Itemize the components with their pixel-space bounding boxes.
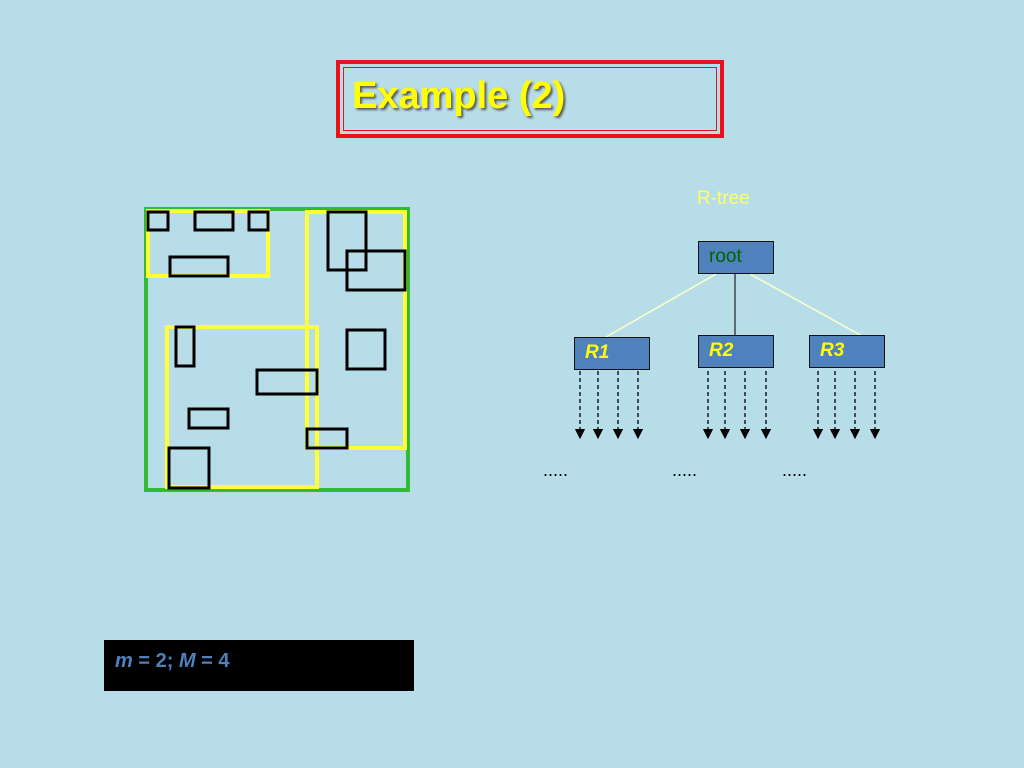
data-rect — [255, 368, 319, 396]
r3-child-pointers — [812, 371, 881, 440]
param-m-var: m — [115, 650, 133, 672]
tree-node-r1: R1 — [574, 337, 650, 370]
r3-label: R3 — [820, 340, 845, 361]
data-rect — [168, 255, 230, 278]
data-rect — [146, 210, 170, 232]
r1-label: R1 — [585, 342, 610, 363]
tree-node-r2: R2 — [698, 335, 774, 368]
ellipsis-r1: ..... — [543, 460, 569, 480]
outer-mbr — [144, 207, 410, 492]
data-rect — [193, 210, 235, 232]
title-inner-border — [343, 67, 717, 131]
param-M-eq: = 4 — [195, 650, 230, 672]
edge-root-r1 — [605, 273, 717, 338]
tree-node-r3: R3 — [809, 335, 885, 368]
data-rect — [305, 427, 349, 450]
edge-root-r3 — [749, 273, 863, 337]
data-rect — [345, 328, 387, 371]
parameters-box: m = 2; M = 4 — [104, 640, 414, 691]
r2-child-pointers — [702, 371, 772, 440]
param-M-var: M — [178, 650, 196, 672]
title-frame: Example (2) — [336, 60, 724, 138]
parameters-text: m = 2; M = 4 — [115, 650, 230, 673]
slide-title: Example (2) — [352, 75, 566, 117]
rtree-label: R-tree — [697, 188, 750, 209]
data-rect — [174, 325, 196, 368]
ellipsis-r3: ..... — [782, 460, 808, 480]
data-rect — [187, 407, 230, 430]
root-label: root — [709, 246, 742, 267]
tree-node-root: root — [698, 241, 774, 274]
r2-label: R2 — [709, 340, 734, 361]
param-m-eq: = 2; — [132, 650, 179, 672]
r1-child-pointers — [574, 371, 644, 440]
ellipsis-r2: ..... — [672, 460, 698, 480]
mbr-bottom-left — [165, 325, 319, 489]
data-rect — [345, 249, 407, 292]
data-rect — [247, 210, 270, 232]
data-rect — [167, 446, 211, 490]
